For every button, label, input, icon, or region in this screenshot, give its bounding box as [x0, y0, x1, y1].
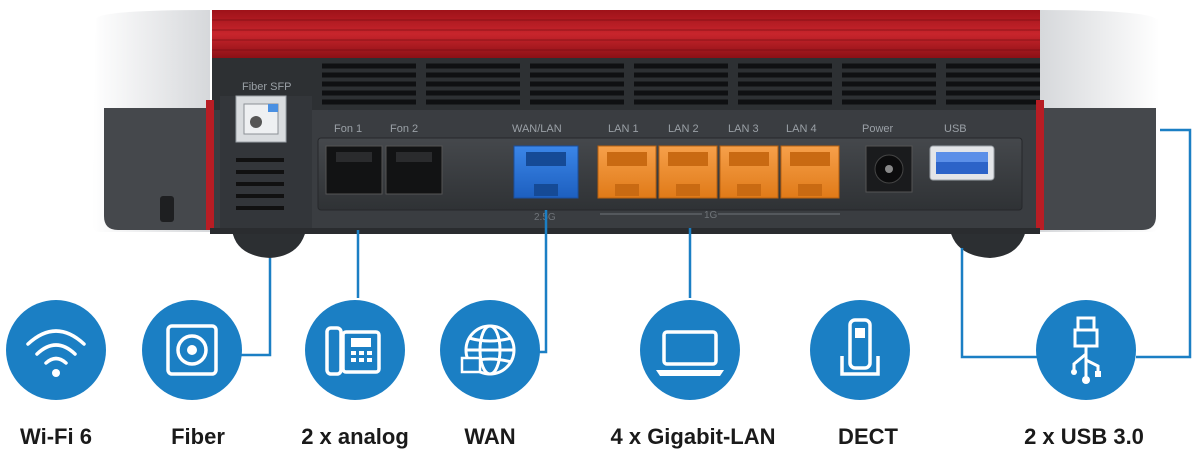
fiber-port-label: Fiber SFP [242, 81, 292, 93]
lan4-label: LAN 4 [786, 123, 817, 135]
fiber-connector [240, 258, 272, 357]
wan-lan-label: WAN/LAN [512, 123, 562, 135]
feature-label-wan: WAN [464, 424, 516, 449]
lan-ports [597, 145, 840, 199]
telephone-icon [305, 300, 405, 400]
lan1-port [597, 145, 657, 199]
lan4-port [780, 145, 840, 199]
feature-icons [6, 300, 1136, 400]
fon2-label: Fon 2 [390, 123, 418, 135]
wifi-icon [6, 300, 106, 400]
feature-label-fiber: Fiber [171, 424, 225, 449]
fiber-port-icon [142, 300, 242, 400]
left-foot [232, 230, 306, 258]
vent-slots [322, 63, 1040, 105]
feature-label-dect: DECT [838, 424, 898, 449]
red-top-cover [212, 10, 1040, 58]
feature-label-usb: 2 x USB 3.0 [1024, 424, 1144, 449]
globe-icon [440, 300, 540, 400]
lan2-label: LAN 2 [668, 123, 699, 135]
usb-stick-icon [1036, 300, 1136, 400]
right-foot [950, 230, 1026, 258]
lan1-label: LAN 1 [608, 123, 639, 135]
left-wing [104, 108, 212, 230]
laptop-icon [640, 300, 740, 400]
feature-label-wifi: Wi-Fi 6 [20, 424, 92, 449]
right-wing [1040, 108, 1156, 230]
lan3-port [719, 145, 779, 199]
fon1-label: Fon 1 [334, 123, 362, 135]
lan3-label: LAN 3 [728, 123, 759, 135]
router-device: Fiber SFP Fon 1 Fon 2 WAN/LAN 2.5G LAN 1… [92, 10, 1160, 258]
feature-label-lan: 4 x Gigabit-LAN [610, 424, 776, 449]
lan-speed-label: 1G [704, 210, 718, 221]
usb-label: USB [944, 123, 967, 135]
usb-connector [960, 248, 1040, 359]
dect-connector [1136, 128, 1192, 359]
cordless-phone-icon [810, 300, 910, 400]
lan2-port [658, 145, 718, 199]
power-label: Power [862, 123, 894, 135]
feature-label-analog: 2 x analog [301, 424, 409, 449]
